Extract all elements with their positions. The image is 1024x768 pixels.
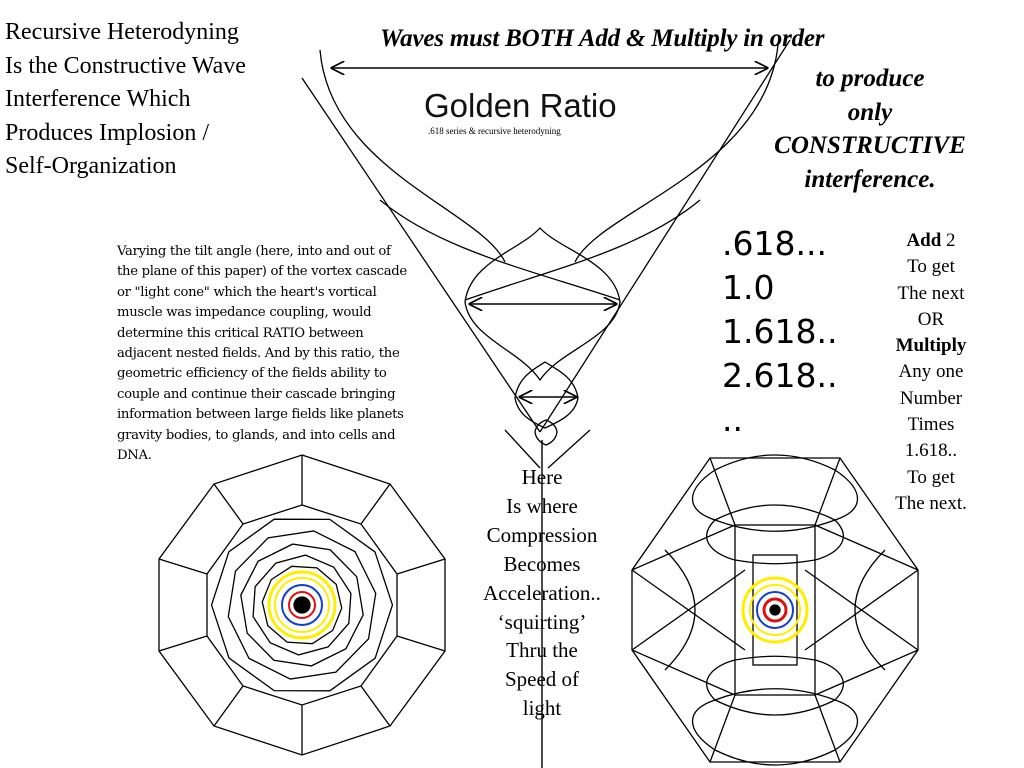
rule-line: 1.618.. (904, 440, 958, 462)
cone-left-edge (301, 77, 541, 433)
paragraph-line: the plane of this paper) of the vortex c… (117, 264, 407, 280)
cone-tip-left (504, 429, 541, 469)
note-line: Here (521, 465, 563, 489)
paragraph-line: Varying the tilt angle (here, into and o… (117, 244, 391, 259)
rule-line: OR (917, 308, 945, 330)
headline-cont-line: to produce (815, 65, 925, 92)
octagon-inner-frames (631, 457, 919, 763)
golden-series-list: .618... 1.0 1.618.. 2.618.. .. (722, 222, 837, 442)
headline-cont-line: CONSTRUCTIVE (774, 132, 966, 159)
rule-line: Times (907, 414, 955, 436)
series-value: 1.0 (722, 268, 775, 307)
rule-line-multiply: Multiply (885, 333, 977, 359)
paragraph-line: or "light cone" which the heart's vortic… (117, 284, 377, 300)
series-value: .618... (722, 224, 827, 263)
paragraph-line: determine this critical RATIO between (117, 325, 364, 341)
left-decagon-figure (158, 454, 446, 756)
series-value: 2.618.. (722, 356, 838, 395)
rule-line: The next (897, 282, 965, 304)
paragraph-line: couple and continue their cascade bringi… (117, 386, 396, 402)
wave-lobe-small (514, 361, 579, 429)
inner-core (293, 596, 311, 614)
wave-crossing-upper (379, 199, 621, 301)
note-line: Thru the (506, 638, 578, 663)
add-rest: 2 (941, 230, 956, 251)
inner-ring-red (288, 591, 316, 619)
inner-ring-blue (281, 584, 323, 626)
description-paragraph: Varying the tilt angle (here, into and o… (117, 242, 433, 466)
core-dot (769, 604, 781, 616)
core-ring-red (762, 597, 788, 623)
core-ring-yellow (741, 576, 809, 644)
wave-lobe-large (464, 227, 621, 382)
series-value: 1.618.. (722, 312, 838, 351)
rule-line: To get (907, 466, 955, 488)
decagon-rotated-layers (210, 518, 394, 692)
headline: Waves must BOTH Add & Multiply in order (380, 25, 825, 52)
paragraph-line: adjacent nested fields. And by this rati… (117, 346, 400, 362)
rule-line: To get (907, 256, 955, 278)
inner-ring-yellow-2 (274, 577, 330, 633)
add-multiply-rule: Add 2 To get The next OR Multiply Any on… (885, 228, 977, 517)
cone-right-edge (539, 39, 791, 433)
left-title-line: Interference Which (5, 86, 191, 112)
inner-ring-yellow (267, 570, 337, 640)
wave-crossing-upper-2 (464, 199, 701, 301)
compression-note: Here Is where Compression Becomes Accele… (462, 463, 622, 723)
light-cone (301, 39, 791, 469)
note-line: Becomes (503, 551, 581, 576)
paragraph-line: muscle was impedance coupling, would (117, 305, 372, 321)
arrows (332, 68, 767, 397)
left-title-line: Self-Organization (5, 153, 177, 179)
right-octagon-figure (631, 454, 919, 766)
rule-line: The next. (895, 492, 967, 514)
note-line: light (522, 696, 562, 721)
rule-line-add: Add 2 (885, 228, 977, 254)
series-value: .. (722, 400, 743, 439)
headline-cont-line: interference. (804, 165, 936, 193)
headline-continuation: to produce only CONSTRUCTIVE interferenc… (760, 62, 980, 196)
octagon-wave-loops (631, 454, 919, 766)
golden-ratio-title: Golden Ratio (424, 87, 617, 124)
rule-line: Any one (898, 361, 964, 383)
headline-cont-line: only (847, 98, 893, 126)
cone-left-outer-curve (319, 49, 506, 263)
note-line: Acceleration.. (483, 580, 601, 605)
note-line: Compression (486, 522, 598, 547)
cone-right-outer-curve (574, 44, 779, 263)
multiply-word: Multiply (895, 335, 967, 357)
left-title-block: Recursive Heterodyning Is the Constructi… (5, 16, 246, 184)
decagon-spokes (158, 455, 446, 755)
core-ring-yellow-2 (749, 584, 801, 636)
paragraph-line: DNA. (117, 448, 152, 464)
left-title-line: Recursive Heterodyning (5, 19, 239, 45)
core-ring-blue (756, 591, 794, 629)
note-line: Is where (506, 493, 578, 518)
add-word: Add (906, 230, 942, 251)
paragraph-line: geometric efficiency of the fields abili… (117, 366, 387, 382)
paragraph-line: information between large fields like pl… (117, 407, 404, 423)
left-title-line: Produces Implosion / (5, 119, 209, 146)
golden-ratio-subtitle: .618 series & recursive heterodyning (428, 126, 561, 136)
cone-tip-right (547, 429, 591, 469)
rule-line: Number (899, 387, 963, 409)
paragraph-line: gravity bodies, to glands, and into cell… (117, 427, 396, 443)
left-title-line: Is the Constructive Wave (5, 52, 246, 79)
note-line: Speed of (504, 667, 580, 692)
note-line: ‘squirting’ (497, 609, 587, 634)
